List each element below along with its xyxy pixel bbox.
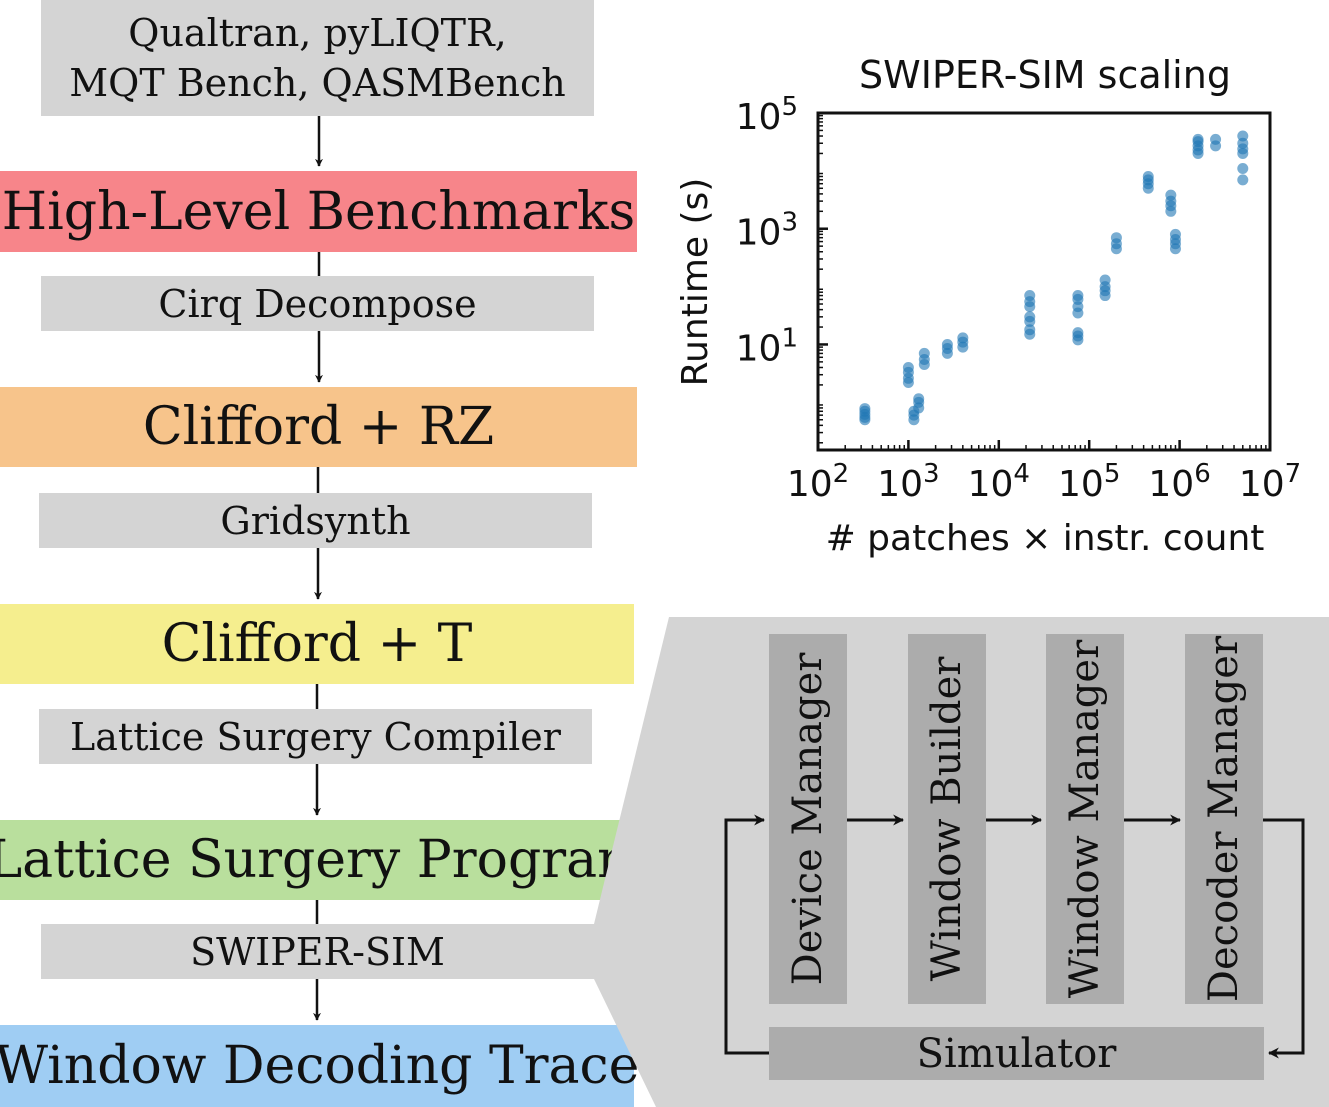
data-point: [1237, 162, 1249, 174]
stage-lattice-surgery-program: Lattice Surgery Program: [0, 820, 646, 900]
benchmark-sources-line-1: Qualtran, pyLIQTR,: [128, 11, 507, 55]
simulator-box: Simulator: [769, 1027, 1264, 1080]
x-tick-label: 103: [877, 459, 939, 505]
stage-label: Clifford + RZ: [142, 397, 495, 457]
step-cirq-decompose: Cirq Decompose: [41, 276, 594, 331]
simulator-label: Simulator: [916, 1030, 1117, 1077]
step-gridsynth: Gridsynth: [39, 493, 592, 548]
x-tick-label: 104: [968, 459, 1030, 505]
x-tick-label: 107: [1239, 459, 1301, 505]
chart-title: SWIPER-SIM scaling: [859, 53, 1231, 97]
data-point: [1072, 290, 1084, 302]
step-label: SWIPER-SIM: [190, 929, 445, 974]
x-axis-label: # patches × instr. count: [826, 518, 1265, 559]
y-axis-label: Runtime (s): [675, 178, 716, 387]
data-point: [1099, 274, 1111, 286]
stage-label: Clifford + T: [161, 614, 473, 674]
data-point: [941, 338, 953, 350]
x-tick-label: 105: [1058, 459, 1120, 505]
data-point: [1237, 174, 1249, 186]
stage-label: Window Decoding Trace: [0, 1036, 640, 1096]
step-lattice-surgery-compiler: Lattice Surgery Compiler: [39, 709, 592, 764]
y-tick-label: 103: [736, 208, 798, 254]
x-tick-label: 102: [787, 459, 849, 505]
plot-frame: [816, 111, 1272, 452]
decoder-manager-box: Decoder Manager: [1185, 634, 1263, 1004]
stage-high-level-benchmarks: High-Level Benchmarks: [0, 171, 637, 252]
stage-clifford-t: Clifford + T: [0, 604, 634, 684]
data-point: [1024, 290, 1036, 302]
data-point: [859, 403, 871, 415]
stage-clifford-rz: Clifford + RZ: [0, 387, 637, 467]
benchmark-sources-box: Qualtran, pyLIQTR, MQT Bench, QASMBench: [41, 0, 594, 116]
stage-window-decoding-trace: Window Decoding Trace: [0, 1025, 639, 1107]
data-point: [1237, 130, 1249, 142]
y-tick-label: 105: [736, 92, 798, 138]
step-label: Lattice Surgery Compiler: [70, 714, 561, 759]
data-point: [1072, 327, 1084, 339]
y-tick-label: 101: [736, 323, 798, 369]
stage-label: High-Level Benchmarks: [1, 181, 636, 242]
data-point: [1024, 311, 1036, 323]
device-manager-box: Device Manager: [769, 634, 847, 1004]
data-point: [918, 347, 930, 359]
data-point: [957, 332, 969, 344]
data-point: [913, 393, 925, 405]
data-point: [1024, 324, 1036, 336]
data-point: [1142, 170, 1154, 182]
data-point: [1192, 133, 1204, 145]
data-point: [902, 361, 914, 373]
data-point: [1210, 133, 1222, 145]
window-manager-box: Window Manager: [1046, 634, 1124, 1004]
window-builder-box: Window Builder: [908, 634, 986, 1004]
step-swiper-sim: SWIPER-SIM: [41, 924, 594, 979]
data-point: [1169, 228, 1181, 240]
step-label: Cirq Decompose: [158, 281, 477, 326]
data-point: [1110, 232, 1122, 244]
chart-axes: 102 103 104 105 106 107 101 103 105: [736, 92, 1302, 505]
data-point: [1165, 189, 1177, 201]
chart-points: [859, 130, 1249, 426]
stage-label: Lattice Surgery Program: [0, 830, 647, 890]
benchmark-sources-line-2: MQT Bench, QASMBench: [69, 61, 566, 105]
x-tick-label: 106: [1148, 459, 1210, 505]
step-label: Gridsynth: [220, 498, 411, 543]
